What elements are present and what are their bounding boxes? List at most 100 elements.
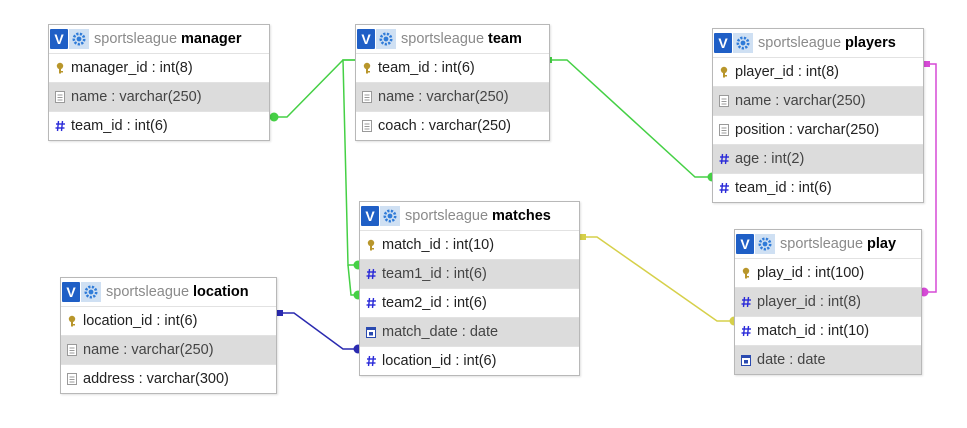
column-label: date : date [757, 352, 826, 368]
text-column-icon [54, 90, 66, 104]
primary-key-icon [361, 61, 373, 75]
column-row[interactable]: match_id : int(10) [360, 230, 579, 259]
column-label: name : varchar(250) [378, 89, 509, 105]
gear-icon[interactable] [733, 33, 753, 53]
numeric-column-icon [718, 152, 730, 166]
column-row[interactable]: address : varchar(300) [61, 364, 276, 393]
text-column-icon [66, 343, 78, 357]
table-header-location[interactable]: V sportsleague location [61, 278, 276, 306]
column-label: team1_id : int(6) [382, 266, 487, 282]
toggle-columns-button[interactable]: V [357, 29, 375, 49]
table-manager[interactable]: V sportsleague manager manager_id : int(… [48, 24, 270, 141]
relation-location-matches [277, 312, 360, 350]
relation-players-play [922, 63, 937, 293]
text-column-icon [361, 119, 373, 133]
schema-name: sportsleague [780, 236, 864, 252]
schema-name: sportsleague [401, 31, 485, 47]
column-label: team_id : int(6) [735, 180, 832, 196]
gear-icon[interactable] [69, 29, 89, 49]
column-label: coach : varchar(250) [378, 118, 511, 134]
column-row[interactable]: match_id : int(10) [735, 316, 921, 345]
text-column-icon [66, 372, 78, 386]
column-row[interactable]: location_id : int(6) [61, 306, 276, 335]
table-header-players[interactable]: V sportsleague players [713, 29, 923, 57]
column-label: match_id : int(10) [757, 323, 870, 339]
table-name: team [488, 31, 522, 47]
column-row[interactable]: player_id : int(8) [735, 287, 921, 316]
column-row[interactable]: name : varchar(250) [49, 82, 269, 111]
table-players[interactable]: V sportsleague players player_id : int(8… [712, 28, 924, 203]
toggle-columns-button[interactable]: V [361, 206, 379, 226]
table-location[interactable]: V sportsleague location location_id : in… [60, 277, 277, 394]
numeric-column-icon [365, 296, 377, 310]
numeric-column-icon [365, 267, 377, 281]
column-label: name : varchar(250) [83, 342, 214, 358]
date-column-icon [365, 325, 377, 339]
text-column-icon [718, 94, 730, 108]
gear-icon[interactable] [81, 282, 101, 302]
column-label: team2_id : int(6) [382, 295, 487, 311]
column-row[interactable]: team_id : int(6) [49, 111, 269, 140]
column-label: match_date : date [382, 324, 499, 340]
column-row[interactable]: position : varchar(250) [713, 115, 923, 144]
gear-icon[interactable] [376, 29, 396, 49]
primary-key-icon [54, 61, 66, 75]
schema-name: sportsleague [94, 31, 178, 47]
toggle-columns-button[interactable]: V [714, 33, 732, 53]
table-name: players [845, 35, 896, 51]
table-header-matches[interactable]: V sportsleague matches [360, 202, 579, 230]
column-row[interactable]: team2_id : int(6) [360, 288, 579, 317]
table-play[interactable]: V sportsleague play play_id : int(100) p… [734, 229, 922, 375]
column-row[interactable]: manager_id : int(8) [49, 53, 269, 82]
column-row[interactable]: match_date : date [360, 317, 579, 346]
column-row[interactable]: age : int(2) [713, 144, 923, 173]
primary-key-icon [740, 266, 752, 280]
column-row[interactable]: play_id : int(100) [735, 258, 921, 287]
numeric-column-icon [54, 119, 66, 133]
column-label: address : varchar(300) [83, 371, 229, 387]
gear-icon[interactable] [380, 206, 400, 226]
column-label: location_id : int(6) [382, 353, 497, 369]
text-column-icon [361, 90, 373, 104]
column-row[interactable]: coach : varchar(250) [356, 111, 549, 140]
numeric-column-icon [740, 324, 752, 338]
primary-key-icon [718, 65, 730, 79]
column-label: name : varchar(250) [735, 93, 866, 109]
column-row[interactable]: name : varchar(250) [713, 86, 923, 115]
column-row[interactable]: player_id : int(8) [713, 57, 923, 86]
table-header-play[interactable]: V sportsleague play [735, 230, 921, 258]
table-header-manager[interactable]: V sportsleague manager [49, 25, 269, 53]
table-matches[interactable]: V sportsleague matches match_id : int(10… [359, 201, 580, 376]
column-row[interactable]: date : date [735, 345, 921, 374]
table-name: matches [492, 208, 551, 224]
column-label: age : int(2) [735, 151, 805, 167]
toggle-columns-button[interactable]: V [62, 282, 80, 302]
column-label: team_id : int(6) [71, 118, 168, 134]
text-column-icon [718, 123, 730, 137]
numeric-column-icon [740, 295, 752, 309]
relation-matches-play [580, 236, 734, 322]
column-row[interactable]: team1_id : int(6) [360, 259, 579, 288]
table-team[interactable]: V sportsleague team team_id : int(6) nam… [355, 24, 550, 141]
primary-key-icon [66, 314, 78, 328]
schema-name: sportsleague [405, 208, 489, 224]
gear-icon[interactable] [755, 234, 775, 254]
toggle-columns-button[interactable]: V [736, 234, 754, 254]
column-label: position : varchar(250) [735, 122, 880, 138]
relation-team-players [550, 59, 712, 178]
column-row[interactable]: name : varchar(250) [356, 82, 549, 111]
table-header-team[interactable]: V sportsleague team [356, 25, 549, 53]
toggle-columns-button[interactable]: V [50, 29, 68, 49]
column-row[interactable]: team_id : int(6) [356, 53, 549, 82]
column-row[interactable]: location_id : int(6) [360, 346, 579, 375]
column-row[interactable]: name : varchar(250) [61, 335, 276, 364]
column-label: manager_id : int(8) [71, 60, 193, 76]
schema-name: sportsleague [758, 35, 842, 51]
column-label: player_id : int(8) [735, 64, 839, 80]
column-row[interactable]: team_id : int(6) [713, 173, 923, 202]
table-name: manager [181, 31, 242, 47]
column-label: name : varchar(250) [71, 89, 202, 105]
column-label: player_id : int(8) [757, 294, 861, 310]
column-label: location_id : int(6) [83, 313, 198, 329]
primary-key-icon [365, 238, 377, 252]
